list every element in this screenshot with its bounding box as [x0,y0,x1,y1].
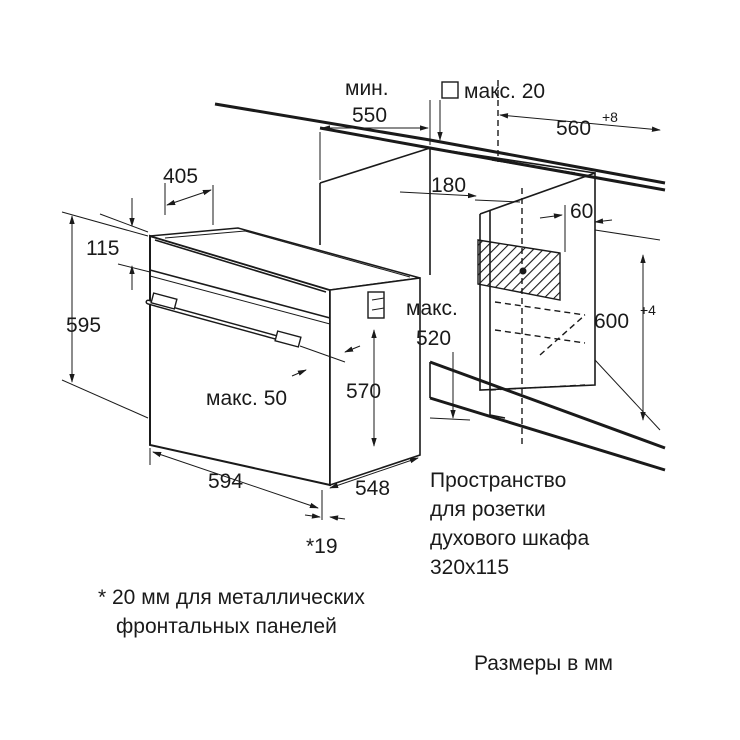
max50-line [299,345,346,363]
handle-left-mount [150,292,178,310]
bracket-slot-1 [371,297,385,301]
ext-115-bottom [117,263,151,273]
countertop-lower-edge [319,126,666,192]
label-60: 60 [570,200,593,223]
control-panel-lower [149,269,331,319]
floor-shelf-lower [429,396,666,472]
label-548: 548 [355,477,390,500]
label-180: 180 [431,174,466,197]
units-note: Размеры в мм [474,652,613,675]
dim-180-ext [474,199,521,203]
outlet-note-line4: 320x115 [430,556,509,579]
label-max520-label: макс. [406,297,458,320]
cabinet-right-panel [479,171,596,391]
label-600: 600 [594,310,629,333]
niche-left-top [319,147,431,184]
max50-arrow-right [344,345,361,353]
label-115: 115 [86,237,119,260]
label-max20: макс. 20 [464,80,545,103]
ext-600-top [594,229,661,241]
oven-front-inner-top [154,239,327,293]
label-550: 550 [352,104,387,127]
ext-595-top [61,211,149,237]
dim-19-left [304,513,321,519]
footnote-line2: фронтальных панелей [116,615,337,638]
dimension-labels: мин. 550 макс. 20 560 +8 405 180 60 115 … [66,77,656,558]
dimension-lines [61,100,661,521]
back-guide-4 [489,384,586,391]
niche-inner-top [491,159,576,174]
ext-595-bottom [61,379,149,419]
ext-520 [429,417,471,421]
footnote-line1: * 20 мм для металлических [98,586,365,609]
label-595: 595 [66,314,101,337]
square-symbol [441,81,459,99]
oven-top-inner [164,230,411,278]
label-19: *19 [306,535,338,558]
handle-right-mount [274,330,302,348]
outlet-note-line1: Пространство [430,469,566,492]
dim-60-right [594,218,613,224]
bracket-slot-2 [371,307,385,311]
shelf-right-foot [489,390,506,419]
dim-405 [166,189,212,206]
outlet-note-line2: для розетки [430,498,546,521]
dim-560 [499,113,661,132]
dim-60-left [539,213,563,219]
outlet-note-line3: духового шкафа [430,527,589,550]
outlet-hatch [477,239,561,301]
footnote: * 20 мм для металлических фронтальных па… [98,586,365,638]
cabinet-niche [214,80,666,472]
dim-594 [152,451,319,509]
outlet-space [477,239,561,301]
label-560-sup: +8 [602,109,618,125]
back-guide-3 [539,314,586,356]
label-560: 560 [556,117,591,140]
dim-19-right [329,515,346,521]
back-guide-1 [494,301,586,316]
niche-back-top [429,147,596,174]
outlet-note: Пространство для розетки духового шкафа … [430,469,589,579]
label-max50: макс. 50 [206,387,287,410]
label-520: 520 [416,327,451,350]
label-600-sup: +4 [640,302,656,318]
control-panel-lower-2 [149,275,331,325]
outlet-center-dot [519,267,527,275]
ext-600-bottom [594,359,661,431]
label-405: 405 [163,165,198,188]
back-guide-2 [494,329,586,344]
max50-arrow [291,369,307,377]
label-min: мин. [345,77,389,100]
label-570: 570 [346,380,381,403]
side-bracket [367,291,385,319]
oven [145,227,421,487]
dim-180 [399,191,477,199]
dim-548 [329,457,419,489]
floor-shelf-front [429,360,666,450]
ext-115-top [99,213,149,233]
label-594: 594 [208,470,243,493]
